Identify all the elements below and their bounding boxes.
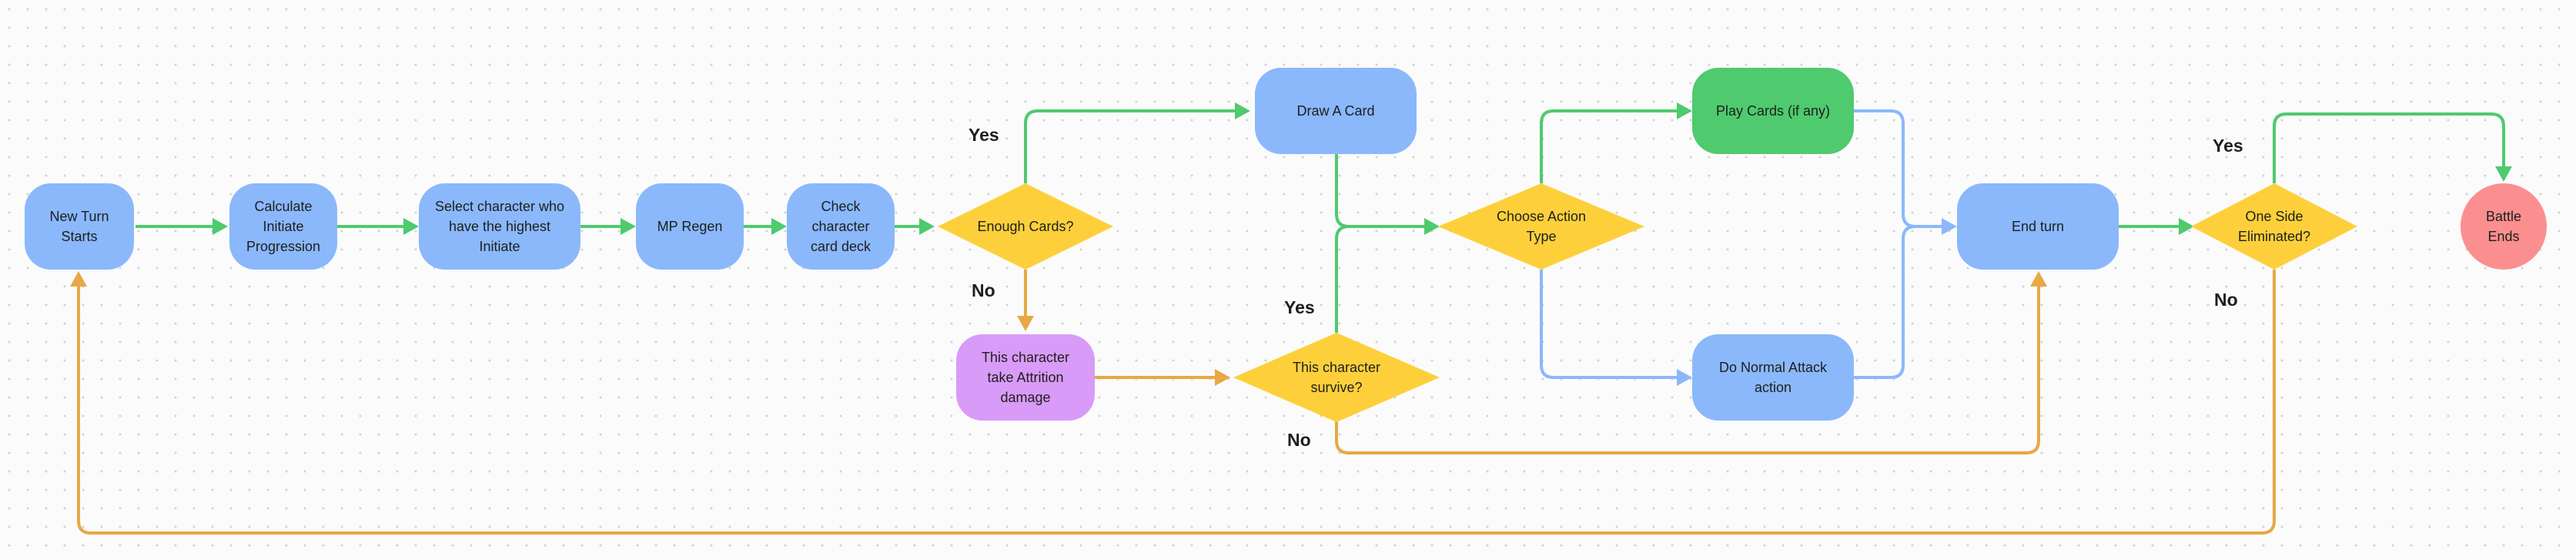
battle-ends-node: Battle Ends [2461, 183, 2547, 270]
arrowhead [2030, 271, 2047, 287]
node-label: Draw A Card [1296, 103, 1375, 119]
mp-regen-node: MP Regen [636, 183, 744, 270]
survive-yes-label: Yes [1284, 297, 1315, 317]
one-side-eliminated-decision [2191, 183, 2357, 270]
edge-survive-yes-to-choose [1335, 225, 1350, 333]
choose-action-label: Choose Action Type [1496, 209, 1587, 244]
arrowhead [1424, 218, 1440, 235]
arrowhead [1677, 102, 1692, 119]
node-label: Battle Ends [2485, 209, 2522, 244]
node-label: Do Normal Attack action [1718, 360, 1828, 395]
one-side-eliminated-label: One Side Eliminated? [2237, 209, 2311, 244]
edge-choose-to-play [1540, 109, 1681, 183]
arrowhead [919, 218, 935, 235]
arrowhead [1235, 102, 1250, 119]
eliminated-yes-label: Yes [2213, 136, 2243, 156]
edge-draw-to-choose [1335, 154, 1429, 228]
enough-cards-label: Enough Cards? [977, 219, 1074, 234]
arrowhead [621, 218, 636, 235]
edge-eliminated-yes-to-battle-ends [2273, 112, 2505, 183]
enough-cards-yes-label: Yes [969, 125, 999, 145]
node-label: New Turn Starts [49, 209, 109, 244]
node-label: This character take Attrition damage [981, 350, 1070, 405]
arrowhead [70, 271, 87, 287]
arrowhead [1677, 369, 1692, 386]
end-turn-node: End turn [1957, 183, 2119, 270]
enough-cards-decision [938, 183, 1113, 270]
check-deck-node: Check character card deck [787, 183, 895, 270]
arrowhead [403, 218, 419, 235]
survive-label: This character survive? [1292, 360, 1381, 395]
survive-no-label: No [1287, 430, 1311, 450]
edge-enough-yes-to-draw [1024, 109, 1239, 183]
arrowhead [1215, 369, 1230, 386]
select-character-node: Select character who have the highest In… [419, 183, 580, 270]
edge-survive-no-to-end [1335, 283, 2040, 454]
node-label: Play Cards (if any) [1715, 103, 1831, 119]
draw-card-node: Draw A Card [1255, 68, 1417, 154]
calculate-initiate-node: Calculate Initiate Progression [229, 183, 337, 270]
edge-play-to-end [1854, 109, 1946, 228]
node-label: MP Regen [657, 219, 723, 234]
enough-cards-no-label: No [972, 280, 995, 300]
arrowhead [1942, 218, 1957, 235]
normal-attack-node: Do Normal Attack action [1692, 334, 1854, 421]
edge-attack-to-end [1854, 225, 1916, 379]
edge-choose-to-attack [1540, 270, 1681, 379]
survive-decision [1233, 333, 1440, 422]
attrition-node: This character take Attrition damage [956, 334, 1095, 421]
arrowhead [771, 218, 787, 235]
arrowhead [1017, 316, 1034, 331]
new-turn-node: New Turn Starts [25, 183, 134, 270]
arrowhead [2179, 218, 2194, 235]
edge-eliminated-no-to-new-turn [77, 270, 2276, 535]
node-label: Select character who have the highest In… [434, 199, 565, 254]
node-label: Check character card deck [810, 199, 871, 254]
play-cards-node: Play Cards (if any) [1692, 68, 1854, 154]
choose-action-decision [1438, 183, 1644, 270]
arrowhead [212, 218, 228, 235]
node-label: Calculate Initiate Progression [246, 199, 321, 254]
node-label: End turn [2011, 219, 2065, 234]
arrowhead [2495, 166, 2512, 182]
eliminated-no-label: No [2214, 290, 2238, 310]
